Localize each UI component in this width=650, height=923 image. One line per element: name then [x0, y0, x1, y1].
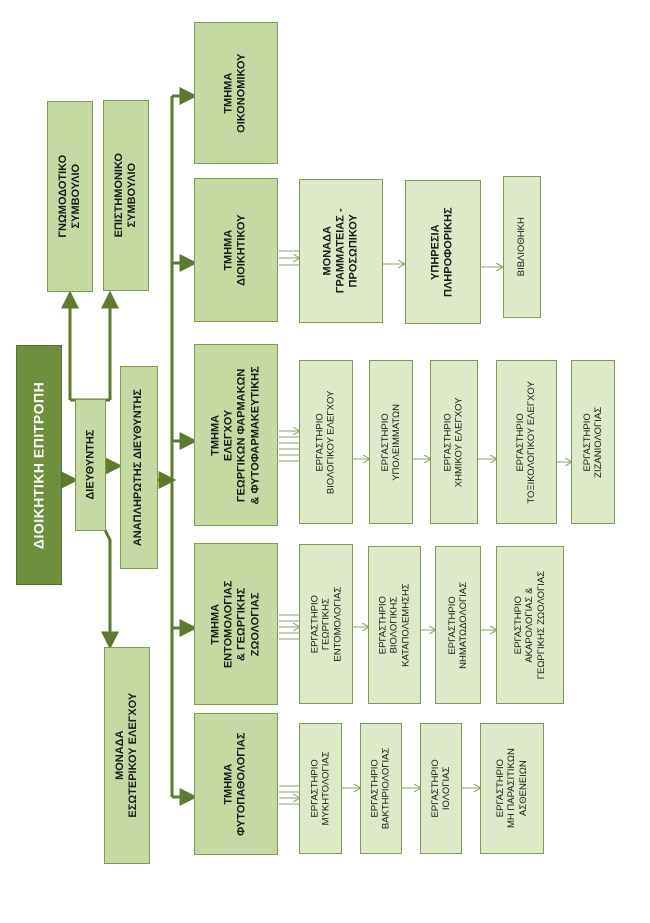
- advisory-council-label: ΓΝΩΜΟΔΟΤΙΚΟ ΣΥΜΒΟΥΛΙΟ: [56, 155, 82, 238]
- dept-admin-box: ΤΜΗΜΑ ΔΙΟΙΚΗΤΙΚΟΥ: [194, 178, 278, 322]
- lab-nematology-label: ΕΡΓΑΣΤΗΡΙΟ ΝΗΜΑΤΩΔΟΛΟΓΙΑΣ: [446, 581, 470, 669]
- lab-nematology-box: ΕΡΓΑΣΤΗΡΙΟ ΝΗΜΑΤΩΔΟΛΟΓΙΑΣ: [435, 546, 481, 704]
- unit-secretariat-label: ΜΟΝΑΔΑ ΓΡΑΜΜΑΤΕΙΑΣ - ΠΡΟΣΩΠΙΚΟΥ: [321, 208, 360, 294]
- deputy-director-label: ΑΝΑΠΛΗΡΩΤΗΣ ΔΙΕΥΘΥΝΤΗΣ: [132, 388, 145, 547]
- lab-bio-control-label: ΕΡΓΑΣΤΗΡΙΟ ΒΙΟΛΟΓΙΚΟΥ ΕΛΕΓΧΟΥ: [314, 390, 338, 494]
- dept-entomology-label: ΤΜΗΜΑ ΕΝΤΟΜΟΛΟΓΙΑΣ & ΓΕΩΡΓΙΚΗΣ ΖΩΟΛΟΓΙΑΣ: [209, 580, 262, 668]
- advisory-council-box: ΓΝΩΜΟΔΟΤΙΚΟ ΣΥΜΒΟΥΛΙΟ: [47, 101, 93, 292]
- lab-mycology-label: ΕΡΓΑΣΤΗΡΙΟ ΜΥΚΗΤΟΛΟΓΙΑΣ: [309, 751, 332, 826]
- dept-pesticides-label: ΤΜΗΜΑ ΕΛΕΓΧΟΥ ΓΕΩΡΓΙΚΩΝ ΦΑΡΜΑΚΩΝ & ΦΥΤΟΦ…: [209, 365, 262, 505]
- dept-financial-box: ΤΜΗΜΑ ΟΙΚΟΝΟΜΙΚΟΥ: [194, 22, 278, 164]
- lab-virology-label: ΕΡΓΑΣΤΗΡΙΟ ΙΟΛΟΓΙΑΣ: [429, 759, 452, 818]
- lab-weeds-label: ΕΡΓΑΣΤΗΡΙΟ ΖΙΖΑΝΙΟΛΟΓΙΑΣ: [581, 406, 605, 478]
- dept-financial-label: ΤΜΗΜΑ ΟΙΚΟΝΟΜΙΚΟΥ: [222, 53, 248, 133]
- dept-phytopathology-box: ΤΜΗΜΑ ΦΥΤΟΠΑΘΟΛΟΓΙΑΣ: [194, 713, 278, 855]
- director-box: ΔΙΕΥΘΥΝΤΗΣ: [75, 399, 106, 531]
- lab-toxicology-box: ΕΡΓΑΣΤΗΡΙΟ ΤΟΞΙΚΟΛΟΓΙΚΟΥ ΕΛΕΓΧΟΥ: [496, 360, 557, 524]
- lab-bio-pest-label: ΕΡΓΑΣΤΗΡΙΟ ΒΙΟΛΟΓΙΚΗΣ ΚΑΤΑΠΟΛΕΜΗΣΗΣ: [377, 583, 412, 667]
- lab-bacteriology-label: ΕΡΓΑΣΤΗΡΙΟ ΒΑΚΤΗΡΙΟΛΟΓΙΑΣ: [369, 747, 393, 830]
- lab-bio-control-box: ΕΡΓΑΣΤΗΡΙΟ ΒΙΟΛΟΓΙΚΟΥ ΕΛΕΓΧΟΥ: [299, 360, 353, 524]
- deputy-director-box: ΑΝΑΠΛΗΡΩΤΗΣ ΔΙΕΥΘΥΝΤΗΣ: [120, 366, 158, 569]
- dept-pesticides-box: ΤΜΗΜΑ ΕΛΕΓΧΟΥ ΓΕΩΡΓΙΚΩΝ ΦΑΡΜΑΚΩΝ & ΦΥΤΟΦ…: [194, 344, 278, 526]
- lab-bacteriology-box: ΕΡΓΑΣΤΗΡΙΟ ΒΑΚΤΗΡΙΟΛΟΓΙΑΣ: [360, 723, 402, 854]
- unit-library-box: ΒΙΒΛΙΟΘΗΚΗ: [503, 176, 541, 318]
- scientific-council-label: ΕΠΙΣΤΗΜΟΝΙΚΟ ΣΥΜΒΟΥΛΙΟ: [112, 153, 139, 238]
- unit-it-box: ΥΠΗΡΕΣΙΑ ΠΛΗΡΟΦΟΡΙΚΗΣ: [405, 180, 481, 324]
- lab-nonparasitic-box: ΕΡΓΑΣΤΗΡΙΟ ΜΗ ΠΑΡΑΣΙΤΙΚΩΝ ΑΣΘΕΝΕΙΩΝ: [480, 723, 544, 854]
- board-label: ΔΙΟΙΚΗΤΙΚΗ ΕΠΙΤΡΟΠΗ: [30, 381, 47, 549]
- lab-acarology-label: ΕΡΓΑΣΤΗΡΙΟ ΑΚΑΡΟΛΟΓΙΑΣ & ΓΕΩΡΓΙΚΗΣ ΖΩΟΛΟ…: [512, 570, 547, 680]
- lab-toxicology-label: ΕΡΓΑΣΤΗΡΙΟ ΤΟΞΙΚΟΛΟΓΙΚΟΥ ΕΛΕΓΧΟΥ: [515, 380, 538, 504]
- internal-audit-label: ΜΟΝΑΔΑ ΕΣΩΤΕΡΙΚΟΥ ΕΛΕΓΧΟΥ: [113, 693, 139, 818]
- board-box: ΔΙΟΙΚΗΤΙΚΗ ΕΠΙΤΡΟΠΗ: [16, 345, 62, 585]
- lab-residues-label: ΕΡΓΑΣΤΗΡΙΟ ΥΠΟΛΕΙΜΜΑΤΩΝ: [379, 403, 403, 481]
- lab-weeds-box: ΕΡΓΑΣΤΗΡΙΟ ΖΙΖΑΝΙΟΛΟΓΙΑΣ: [571, 360, 615, 524]
- internal-audit-box: ΜΟΝΑΔΑ ΕΣΩΤΕΡΙΚΟΥ ΕΛΕΓΧΟΥ: [104, 647, 150, 864]
- dept-entomology-box: ΤΜΗΜΑ ΕΝΤΟΜΟΛΟΓΙΑΣ & ΓΕΩΡΓΙΚΗΣ ΖΩΟΛΟΓΙΑΣ: [194, 543, 278, 705]
- unit-library-label: ΒΙΒΛΙΟΘΗΚΗ: [516, 217, 528, 277]
- lab-nonparasitic-label: ΕΡΓΑΣΤΗΡΙΟ ΜΗ ΠΑΡΑΣΙΤΙΚΩΝ ΑΣΘΕΝΕΙΩΝ: [494, 748, 529, 829]
- dept-admin-label: ΤΜΗΜΑ ΔΙΟΙΚΗΤΙΚΟΥ: [222, 214, 248, 286]
- lab-acarology-box: ΕΡΓΑΣΤΗΡΙΟ ΑΚΑΡΟΛΟΓΙΑΣ & ΓΕΩΡΓΙΚΗΣ ΖΩΟΛΟ…: [496, 546, 564, 704]
- lab-residues-box: ΕΡΓΑΣΤΗΡΙΟ ΥΠΟΛΕΙΜΜΑΤΩΝ: [369, 360, 413, 524]
- lab-virology-box: ΕΡΓΑΣΤΗΡΙΟ ΙΟΛΟΓΙΑΣ: [420, 723, 462, 854]
- lab-chem-control-label: ΕΡΓΑΣΤΗΡΙΟ ΧΗΜΙΚΟΥ ΕΛΕΓΧΟΥ: [442, 397, 466, 487]
- dept-phytopathology-label: ΤΜΗΜΑ ΦΥΤΟΠΑΘΟΛΟΓΙΑΣ: [222, 732, 249, 836]
- unit-it-label: ΥΠΗΡΕΣΙΑ ΠΛΗΡΟΦΟΡΙΚΗΣ: [429, 207, 455, 297]
- lab-agr-entomology-box: ΕΡΓΑΣΤΗΡΙΟ ΓΕΩΡΓΙΚΗΣ ΕΝΤΟΜΟΛΟΓΙΑΣ: [299, 544, 353, 704]
- lab-mycology-box: ΕΡΓΑΣΤΗΡΙΟ ΜΥΚΗΤΟΛΟΓΙΑΣ: [299, 723, 342, 854]
- unit-secretariat-box: ΜΟΝΑΔΑ ΓΡΑΜΜΑΤΕΙΑΣ - ΠΡΟΣΩΠΙΚΟΥ: [299, 179, 383, 323]
- lab-chem-control-box: ΕΡΓΑΣΤΗΡΙΟ ΧΗΜΙΚΟΥ ΕΛΕΓΧΟΥ: [430, 360, 478, 524]
- lab-agr-entomology-label: ΕΡΓΑΣΤΗΡΙΟ ΓΕΩΡΓΙΚΗΣ ΕΝΤΟΜΟΛΟΓΙΑΣ: [308, 586, 343, 662]
- lab-bio-pest-box: ΕΡΓΑΣΤΗΡΙΟ ΒΙΟΛΟΓΙΚΗΣ ΚΑΤΑΠΟΛΕΜΗΣΗΣ: [368, 546, 421, 704]
- director-label: ΔΙΕΥΘΥΝΤΗΣ: [83, 429, 96, 501]
- scientific-council-box: ΕΠΙΣΤΗΜΟΝΙΚΟ ΣΥΜΒΟΥΛΙΟ: [103, 100, 149, 291]
